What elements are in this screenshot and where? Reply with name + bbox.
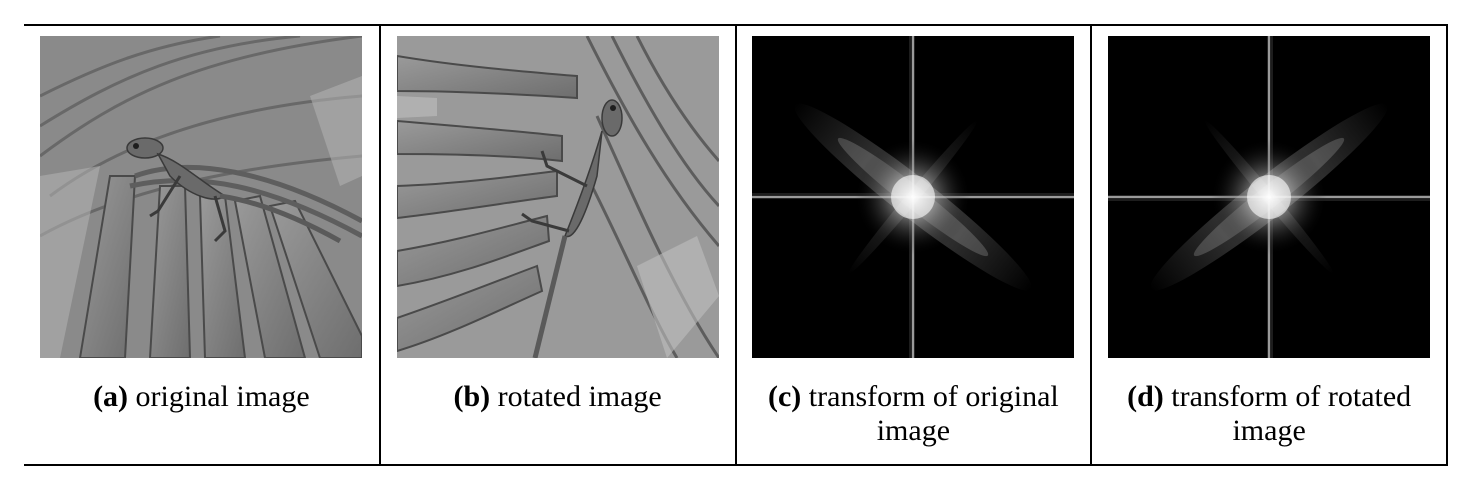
- fourier-spectrum-rotated-image: [1108, 36, 1431, 358]
- caption-tag: (b): [453, 380, 491, 413]
- caption-b: (b) rotated image: [397, 380, 719, 414]
- panel-b: (b) rotated image: [378, 25, 736, 465]
- panel-a: (a) original image: [24, 25, 380, 465]
- caption-a: (a) original image: [40, 380, 363, 414]
- caption-tag: (c): [768, 380, 802, 413]
- rotated-image-photo: [396, 36, 719, 358]
- original-image-photo: [40, 36, 363, 358]
- fourier-spectrum-original-image: [752, 36, 1075, 358]
- panel-c: (c) transform of original image: [734, 25, 1092, 465]
- panel-d: (d) transform of rotated image: [1090, 25, 1448, 465]
- figure-table: (a) original image: [24, 24, 1448, 466]
- caption-text: original image: [135, 380, 310, 413]
- caption-tag: (a): [93, 380, 129, 413]
- caption-text: transform of original image: [808, 380, 1059, 447]
- caption-text: transform of rotated image: [1171, 380, 1412, 447]
- caption-text: rotated image: [497, 380, 662, 413]
- caption-tag: (d): [1127, 380, 1164, 413]
- caption-c: (c) transform of original image: [753, 380, 1075, 448]
- caption-d: (d) transform of rotated image: [1108, 380, 1430, 448]
